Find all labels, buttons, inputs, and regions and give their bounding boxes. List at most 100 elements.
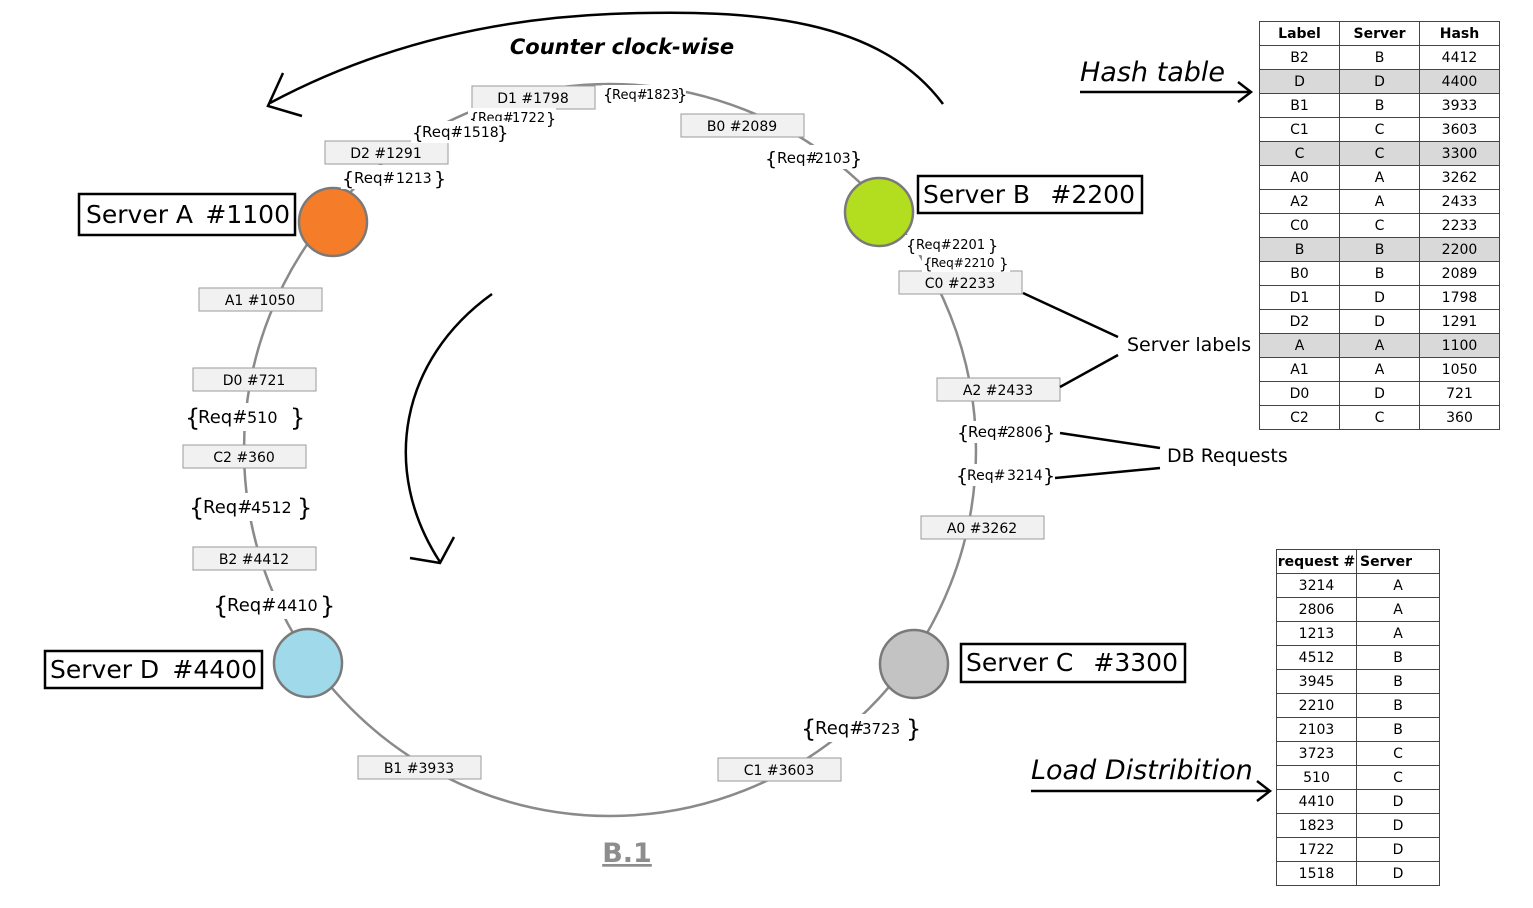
load-table-request-cell: 510	[1276, 765, 1357, 790]
request-number: 2103	[815, 151, 851, 167]
load-table-request-cell: 2210	[1276, 693, 1357, 718]
request-number: 1518	[463, 125, 499, 141]
hash-table-label-cell: C2	[1259, 405, 1340, 430]
svg-text:{: {	[185, 404, 200, 432]
request-prefix: Req#	[815, 718, 864, 739]
hash-table-server-cell: D	[1339, 309, 1420, 334]
hash-table-hash-cell: 721	[1419, 381, 1500, 406]
hash-table-label-cell: A1	[1259, 357, 1340, 382]
request-prefix: Req#	[916, 238, 952, 253]
server-c-label: Server C	[966, 648, 1073, 677]
server-c-node	[878, 628, 950, 700]
load-table-server-cell: D	[1356, 813, 1440, 838]
virtual-node: A0 #3262	[920, 515, 1045, 540]
load-table-header-request: request #	[1276, 549, 1357, 574]
request-number: 510	[247, 408, 278, 427]
server-d-label: Server D	[50, 655, 159, 684]
svg-text:{: {	[906, 236, 916, 255]
request-number: 4410	[277, 596, 318, 615]
hash-table-hash-cell: 2233	[1419, 213, 1500, 238]
hash-table-hash-cell: 3262	[1419, 165, 1500, 190]
request-prefix: Req#	[968, 423, 1009, 441]
request: { Req# 1518 }	[411, 121, 508, 144]
request-number: 1213	[396, 171, 432, 187]
db-requests-pointer	[1054, 466, 1161, 480]
svg-text:{: {	[469, 109, 479, 128]
request-prefix: Req#	[203, 497, 252, 518]
counter-clockwise-arrow-top	[269, 11, 944, 105]
load-table-server-cell: B	[1356, 645, 1440, 670]
request-number: 3214	[1007, 468, 1043, 484]
hash-table-label-cell: A0	[1259, 165, 1340, 190]
hash-table-label-cell: B2	[1259, 45, 1340, 70]
request: { Req# 2103 }	[764, 145, 862, 170]
request-number: 2210	[964, 256, 995, 270]
direction-label: Counter clock-wise	[510, 35, 734, 59]
request: { Req# 1213 }	[341, 165, 446, 190]
server-c-hash: #3300	[1093, 648, 1178, 677]
hash-table-header-server: Server	[1339, 21, 1420, 46]
server-b-label: Server B	[923, 180, 1030, 209]
svg-text:}: }	[497, 123, 508, 144]
load-table-request-cell: 2806	[1276, 597, 1357, 622]
load-table-server-cell: D	[1356, 789, 1440, 814]
hash-table-arrow-head	[1237, 81, 1254, 103]
server-a-label: Server A	[86, 200, 193, 229]
svg-text:{: {	[189, 494, 204, 522]
request-prefix: Req#	[198, 407, 247, 428]
load-table-server-cell: C	[1356, 765, 1440, 790]
request-prefix: Req#	[967, 468, 1005, 484]
load-table-request-cell: 1722	[1276, 837, 1357, 862]
hash-table-server-cell: A	[1339, 189, 1420, 214]
svg-text:}: }	[999, 255, 1009, 273]
virtual-node: D1 #1798	[471, 85, 596, 110]
load-table-server-cell: A	[1356, 597, 1440, 622]
hash-table-server-cell: B	[1339, 237, 1420, 262]
request-number: 2806	[1007, 425, 1043, 441]
server-d-hash: #4400	[172, 655, 257, 684]
hash-table-hash-cell: 3603	[1419, 117, 1500, 142]
svg-text:}: }	[1043, 465, 1055, 487]
load-table-server-cell: B	[1356, 669, 1440, 694]
svg-text:}: }	[1043, 422, 1055, 444]
hash-table-label-cell: C	[1259, 141, 1340, 166]
hash-table-server-cell: C	[1339, 141, 1420, 166]
hash-table-server-cell: A	[1339, 357, 1420, 382]
hash-table-label-cell: C0	[1259, 213, 1340, 238]
request: { Req# 2201 }	[905, 235, 999, 255]
server-labels-pointer	[1059, 353, 1119, 389]
load-table-request-cell: 2103	[1276, 717, 1357, 742]
hash-table-header-hash: Hash	[1419, 21, 1500, 46]
hash-table-server-cell: D	[1339, 285, 1420, 310]
hash-table-hash-cell: 2200	[1419, 237, 1500, 262]
hash-table-server-cell: B	[1339, 45, 1420, 70]
server-d-label-box	[43, 649, 264, 690]
load-table-request-cell: 1823	[1276, 813, 1357, 838]
request-prefix: Req#	[422, 123, 463, 141]
hash-table-server-cell: B	[1339, 261, 1420, 286]
request-number: 2201	[952, 238, 985, 253]
load-table-server-cell: D	[1356, 861, 1440, 886]
hash-table-hash-cell: 4400	[1419, 69, 1500, 94]
hash-table-label-cell: B	[1259, 237, 1340, 262]
hash-table-label-cell: D1	[1259, 285, 1340, 310]
server-labels-annotation: Server labels	[1127, 334, 1251, 356]
hash-table-annotation: Hash table	[1080, 57, 1225, 88]
request-number: 4512	[251, 498, 292, 517]
load-table-server-cell: A	[1356, 573, 1440, 598]
